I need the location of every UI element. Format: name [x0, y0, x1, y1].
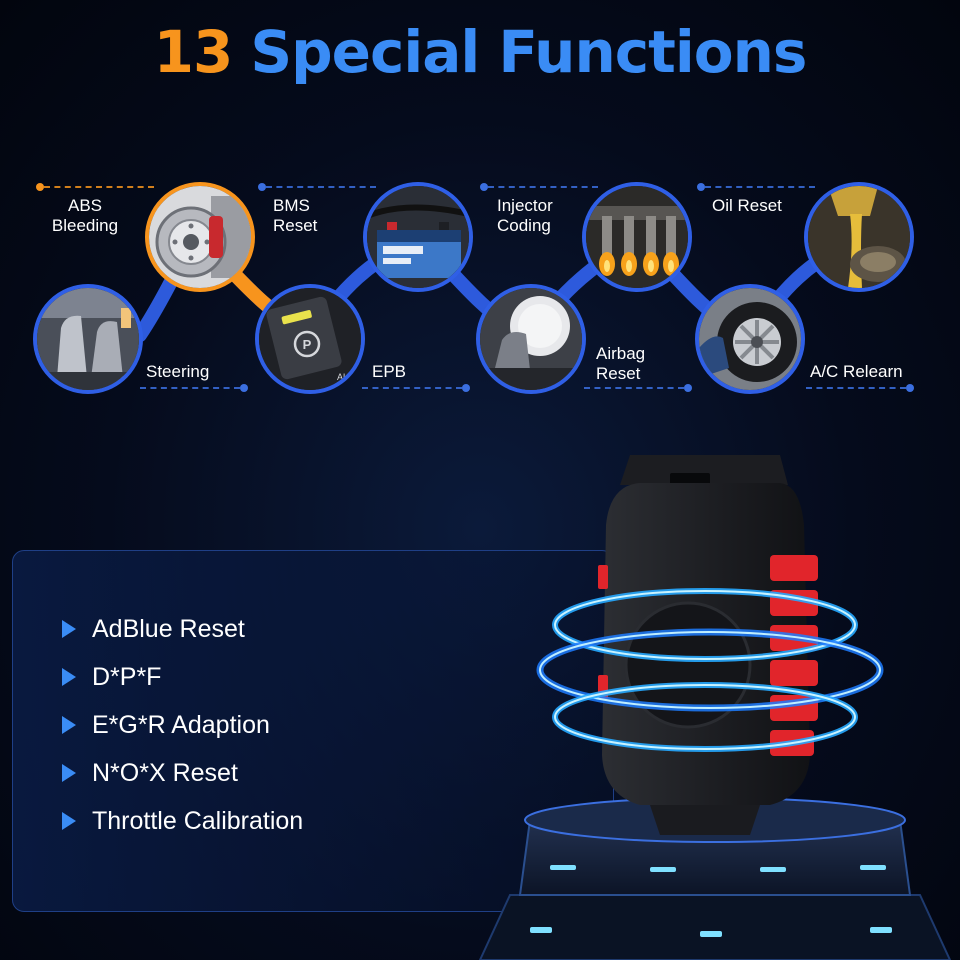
guide-line	[806, 387, 906, 389]
triangle-bullet-icon	[62, 668, 76, 686]
guide-dot	[258, 183, 266, 191]
injector-icon	[582, 182, 692, 292]
guide-line	[140, 387, 240, 389]
guide-dot	[697, 183, 705, 191]
guide-dot	[36, 183, 44, 191]
list-item: D*P*F	[60, 653, 303, 701]
triangle-bullet-icon	[62, 716, 76, 734]
list-item: Throttle Calibration	[60, 797, 303, 845]
guide-line	[362, 387, 462, 389]
function-label-ac: A/C Relearn	[810, 362, 903, 381]
function-label-oil: Oil Reset	[712, 196, 782, 215]
function-label-epb: EPB	[372, 362, 407, 381]
guide-line	[488, 186, 598, 188]
car-seat-icon	[33, 284, 143, 394]
parking-brake-icon: P AUTO	[255, 284, 365, 394]
oil-pour-icon	[804, 182, 914, 292]
battery-icon	[363, 182, 473, 292]
airbag-icon	[476, 284, 586, 394]
extra-functions-panel	[12, 550, 614, 912]
headline-text: Special Functions	[250, 18, 807, 86]
guide-dot	[480, 183, 488, 191]
svg-text:P: P	[303, 337, 312, 352]
triangle-bullet-icon	[62, 812, 76, 830]
guide-dot	[684, 384, 692, 392]
tire-icon	[695, 284, 805, 394]
guide-dot	[240, 384, 248, 392]
list-item: AdBlue Reset	[60, 605, 303, 653]
function-label-steering: Steering	[146, 362, 210, 381]
triangle-bullet-icon	[62, 764, 76, 782]
headline-number: 13	[153, 18, 234, 86]
guide-dot	[462, 384, 470, 392]
guide-line	[44, 186, 154, 188]
guide-dot	[906, 384, 914, 392]
guide-line	[266, 186, 376, 188]
list-item: N*O*X Reset	[60, 749, 303, 797]
extra-functions-list: AdBlue Reset D*P*F E*G*R Adaption N*O*X …	[60, 605, 303, 845]
list-item: E*G*R Adaption	[60, 701, 303, 749]
guide-line	[584, 387, 684, 389]
guide-line	[705, 186, 815, 188]
triangle-bullet-icon	[62, 620, 76, 638]
obd-device-illustration	[478, 455, 952, 960]
brake-disc-icon	[145, 182, 255, 292]
